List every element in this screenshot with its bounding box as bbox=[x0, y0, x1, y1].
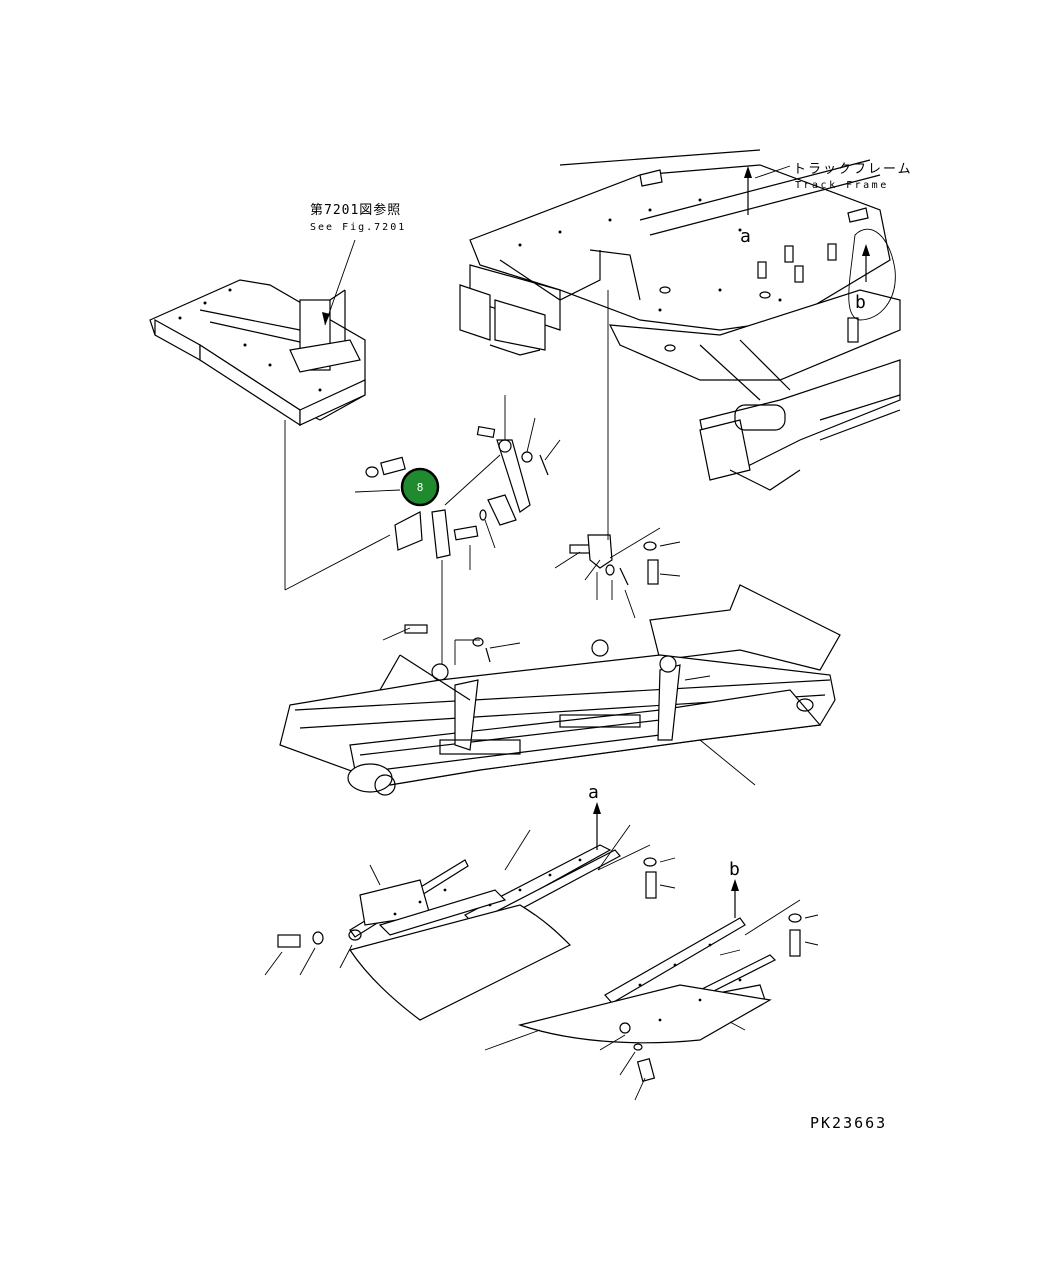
see-fig-label-en: See Fig.7201 bbox=[310, 222, 406, 233]
lower-covers bbox=[264, 824, 819, 1101]
arrow-b-bottom bbox=[731, 879, 739, 918]
callout-8-circle[interactable] bbox=[400, 467, 440, 507]
track-frame-label-en: Track Frame bbox=[795, 180, 889, 191]
mid-hardware bbox=[284, 290, 681, 668]
callout-8[interactable]: 8 bbox=[400, 467, 440, 507]
arrow-a-top bbox=[744, 165, 791, 215]
track-frame-label-jp: トラックフレーム bbox=[793, 162, 913, 177]
track-frame-assembly bbox=[459, 149, 901, 491]
arrow-b-top bbox=[862, 244, 870, 282]
conveyor-assembly bbox=[279, 584, 841, 796]
arrow-a-top-label: a bbox=[740, 226, 751, 247]
arrow-b-bottom-label: b bbox=[729, 859, 740, 880]
see-fig-label-jp: 第7201図参照 bbox=[310, 202, 401, 218]
arrow-b-top-label: b bbox=[855, 292, 866, 313]
main-frame-section bbox=[149, 279, 366, 427]
arrow-a-bottom-label: a bbox=[588, 782, 599, 803]
drawing-number: PK23663 bbox=[810, 1114, 887, 1132]
arrow-a-bottom bbox=[593, 802, 601, 850]
callout-8-number: 8 bbox=[417, 481, 424, 494]
